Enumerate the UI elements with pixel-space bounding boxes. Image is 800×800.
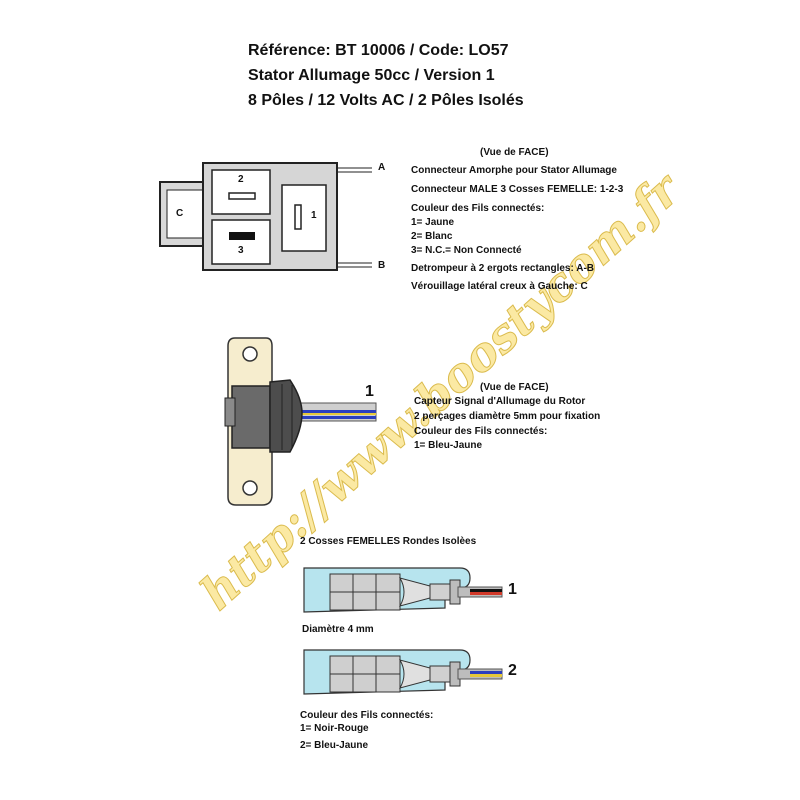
- sensor-wires-heading: Couleur des Fils connectés:: [414, 426, 548, 437]
- title-line-1: Référence: BT 10006 / Code: LO57: [248, 42, 509, 59]
- connector-wire-3: 3= N.C.= Non Connecté: [411, 245, 522, 256]
- sensor-wire-1: 1= Bleu-Jaune: [414, 440, 483, 451]
- pin-label-2: 2: [238, 174, 244, 185]
- keying-label-b: B: [378, 260, 386, 271]
- terminal-1-drawing: [303, 567, 503, 613]
- terminals-wire-2: 2= Bleu-Jaune: [300, 740, 369, 751]
- title-line-3: 8 Pôles / 12 Volts AC / 2 Pôles Isolés: [248, 92, 524, 109]
- connector-type: Connecteur MALE 3 Cosses FEMELLE: 1-2-3: [411, 184, 624, 195]
- terminal-2-label: 2: [508, 662, 517, 679]
- keying-label-a: A: [378, 162, 386, 173]
- terminals-diameter: Diamètre 4 mm: [302, 624, 374, 635]
- sensor-holes: 2 perçages diamètre 5mm pour fixation: [414, 411, 601, 422]
- sensor-hole-bottom: [242, 480, 258, 496]
- connector-lock: Vérouillage latéral creux à Gauche: C: [411, 281, 588, 292]
- terminal-2-drawing: [303, 649, 503, 695]
- connector-cavity-1: [281, 184, 327, 252]
- connector-wires-heading: Couleur des Fils connectés:: [411, 203, 545, 214]
- pin-label-1: 1: [311, 210, 317, 221]
- terminals-wires-heading: Couleur des Fils connectés:: [300, 710, 434, 721]
- connector-title: Connecteur Amorphe pour Stator Allumage: [411, 165, 617, 176]
- sensor-title: Capteur Signal d'Allumage du Rotor: [414, 396, 586, 407]
- connector-view: (Vue de FACE): [480, 147, 549, 158]
- connector-cavity-3: [211, 219, 271, 265]
- sensor-view: (Vue de FACE): [480, 382, 549, 393]
- connector-wire-2: 2= Blanc: [411, 231, 453, 242]
- connector-cavity-2: [211, 169, 271, 215]
- connector-drawing: [159, 162, 372, 271]
- sensor-drawing: [224, 337, 377, 506]
- terminals-wire-1: 1= Noir-Rouge: [300, 723, 369, 734]
- sensor-wire-label: 1: [365, 383, 374, 400]
- pin-label-3: 3: [238, 245, 244, 256]
- terminal-1-label: 1: [508, 581, 517, 598]
- title-line-2: Stator Allumage 50cc / Version 1: [248, 67, 495, 84]
- connector-wire-1: 1= Jaune: [411, 217, 455, 228]
- terminals-title: 2 Cosses FEMELLES Rondes Isolèes: [300, 536, 477, 547]
- connector-keying: Detrompeur à 2 ergots rectangles: A-B: [411, 263, 595, 274]
- lock-label-c: C: [176, 208, 184, 219]
- sensor-hole-top: [242, 346, 258, 362]
